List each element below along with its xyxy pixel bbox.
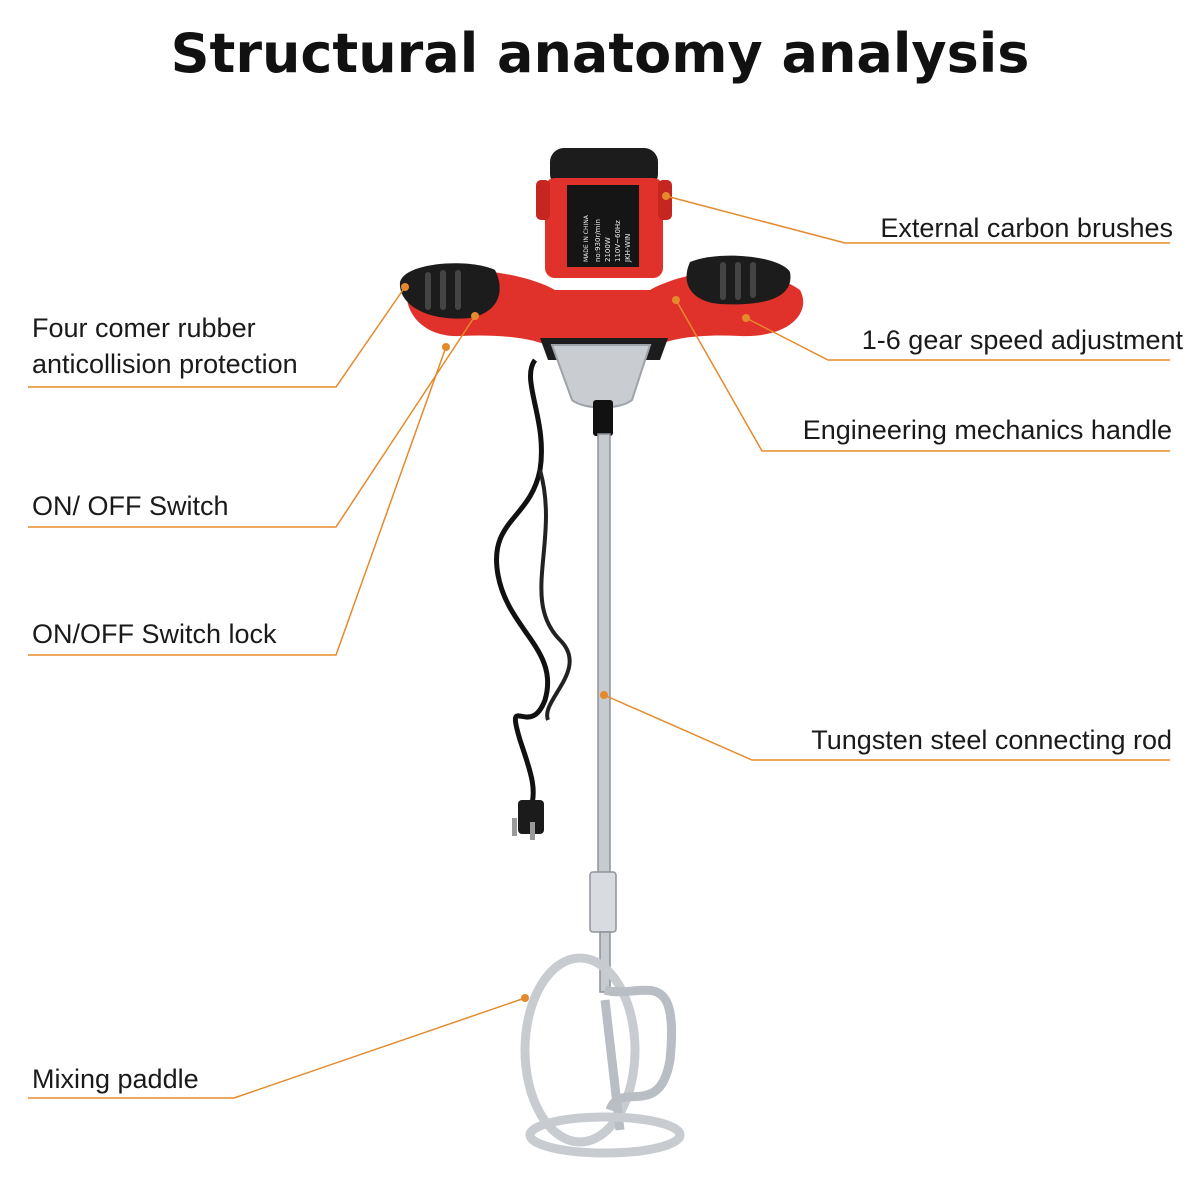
connecting-rod [597,433,611,875]
plate-brand: JKH-WIN [624,234,632,263]
label-connecting-rod: Tungsten steel connecting rod [811,725,1172,755]
power-cord [494,358,551,811]
label-engineering-handle: Engineering mechanics handle [802,415,1172,445]
handle-assembly [399,255,804,360]
leader-dots [401,192,750,1002]
leader-lines [28,195,1170,1099]
label-on-off-switch: ON/ OFF Switch [32,491,229,521]
plate-speed: no:930r/min [594,219,602,262]
plate-made-in: MADE IN CHINA [583,214,590,262]
motor-housing: JKH-WIN 110V~60Hz 2100W no:930r/min MADE… [536,148,672,278]
power-plug-icon [512,800,544,840]
page-title: Structural anatomy analysis [170,22,1030,85]
rod-coupling [589,871,617,933]
label-rubber-protection: Four comer rubber anticollision protecti… [32,310,298,382]
mixing-paddle [520,953,685,1158]
chuck [593,400,613,436]
plate-power: 2100W [604,237,612,262]
label-gear-speed-adjustment: 1-6 gear speed adjustment [861,325,1183,355]
cord-loop [538,469,572,721]
label-rubber-line-1: Four comer rubber [32,313,256,343]
gearbox [550,344,652,409]
label-rubber-line-2: anticollision protection [32,349,298,379]
label-mixing-paddle: Mixing paddle [32,1064,199,1094]
plate-voltage: 110V~60Hz [614,220,622,262]
label-switch-lock: ON/OFF Switch lock [32,619,277,649]
label-external-carbon-brushes: External carbon brushes [880,213,1173,243]
